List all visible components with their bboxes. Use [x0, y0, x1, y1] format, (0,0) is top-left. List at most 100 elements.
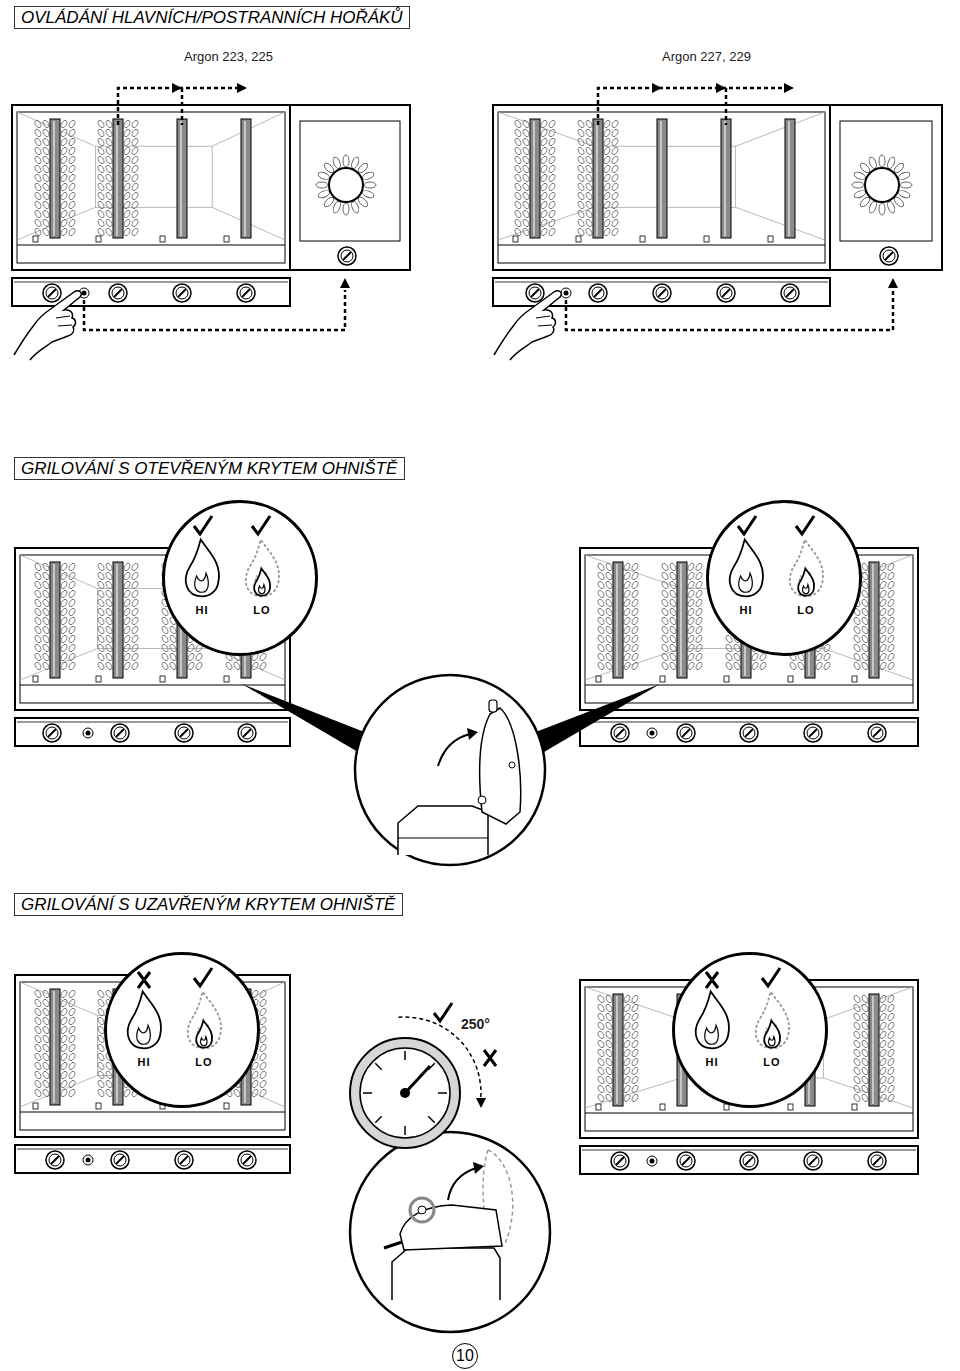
- burner-flame: [623, 571, 631, 580]
- burner-flame: [887, 1030, 895, 1039]
- burner-flame: [669, 643, 677, 652]
- high-flame-core: [195, 573, 209, 592]
- side-flame: [343, 155, 349, 167]
- burner-flame: [623, 598, 631, 607]
- burner-flame: [123, 119, 131, 128]
- burner-flame: [603, 209, 611, 218]
- burner-flame: [105, 173, 113, 182]
- ignition-button-dot: [86, 1158, 91, 1163]
- burner-flame: [887, 1048, 895, 1057]
- burner-flame: [853, 1066, 861, 1075]
- burner-flame: [161, 625, 169, 634]
- side-flame: [332, 156, 342, 169]
- burner-flame: [605, 661, 613, 670]
- burner-flame: [68, 625, 76, 634]
- burner-tube: [530, 119, 540, 238]
- burner-flame: [105, 218, 113, 227]
- burner-tube: [113, 119, 123, 238]
- burner-flame: [131, 200, 139, 209]
- flame-callout-circle: HILO: [706, 500, 862, 656]
- burner-flame: [105, 598, 113, 607]
- burner-flame: [68, 634, 76, 643]
- burner-flame: [577, 173, 585, 182]
- control-knob: [804, 724, 822, 742]
- ignition-button-dot: [86, 731, 91, 736]
- burner-flame: [623, 634, 631, 643]
- burner-flame: [623, 1048, 631, 1057]
- burner-flame: [687, 580, 695, 589]
- panel-line: [14, 282, 288, 283]
- tube-highlight: [180, 121, 182, 236]
- burner-flame: [514, 200, 522, 209]
- burner-flame: [695, 607, 703, 616]
- burner-flame: [603, 137, 611, 146]
- burner-flame: [169, 625, 177, 634]
- lid-handle: [384, 1242, 402, 1248]
- burner-flame: [195, 661, 203, 670]
- burner-flame: [123, 598, 131, 607]
- burner-flame: [623, 1057, 631, 1066]
- burner-flame: [131, 191, 139, 200]
- burner-flame: [879, 1048, 887, 1057]
- burner-flame: [131, 607, 139, 616]
- burner-flame: [105, 155, 113, 164]
- burner-flame: [611, 119, 619, 128]
- burner-flame: [548, 218, 556, 227]
- burner-flame: [611, 146, 619, 155]
- control-knob-inner: [614, 1155, 626, 1167]
- burner-flame: [661, 562, 669, 571]
- page-number-circle: 10: [452, 1343, 478, 1369]
- burner-flame: [60, 200, 68, 209]
- ignition-button: [647, 728, 657, 738]
- arrow-head: [716, 83, 726, 93]
- burner-flame: [631, 661, 639, 670]
- burner-flame: [68, 1061, 76, 1070]
- panel-line: [17, 722, 288, 723]
- hand-finger-line: [536, 316, 552, 326]
- burner-flame: [861, 661, 869, 670]
- burner-tube: [613, 994, 623, 1106]
- burner-flame: [169, 634, 177, 643]
- burner-flame: [540, 227, 548, 236]
- burner-flame: [60, 1088, 68, 1097]
- burner-flame: [131, 643, 139, 652]
- burner-flame: [695, 598, 703, 607]
- burner-flame: [605, 1003, 613, 1012]
- burner-flame: [169, 661, 177, 670]
- burner-flame: [577, 200, 585, 209]
- control-knob: [740, 724, 758, 742]
- burner-flame: [42, 1025, 50, 1034]
- burner-flame: [514, 128, 522, 137]
- burner-flame: [42, 1079, 50, 1088]
- burner-flame: [42, 625, 50, 634]
- burner-flame: [861, 1093, 869, 1102]
- burner-flame: [661, 634, 669, 643]
- dashed-arrow: [598, 88, 792, 125]
- burner-flame: [131, 589, 139, 598]
- burner-flame: [879, 1075, 887, 1084]
- burner-flame: [631, 625, 639, 634]
- burner-flame: [687, 625, 695, 634]
- knob-slot: [243, 1156, 251, 1164]
- tube-foot: [768, 236, 773, 242]
- detail-circle: [355, 675, 545, 865]
- burner-flame: [97, 616, 105, 625]
- burner-flame: [687, 607, 695, 616]
- close-arrow: [448, 1168, 476, 1200]
- burner-flame: [585, 119, 593, 128]
- burner-flame: [631, 1066, 639, 1075]
- burner-flame: [611, 173, 619, 182]
- burner-flame: [97, 182, 105, 191]
- burner-flame: [42, 1070, 50, 1079]
- control-knob: [175, 724, 193, 742]
- burner-flame: [169, 643, 177, 652]
- burner-flame: [695, 634, 703, 643]
- control-knob: [173, 284, 191, 302]
- knob-slot: [116, 1156, 124, 1164]
- burner-flame: [105, 1079, 113, 1088]
- control-knob-inner: [241, 1154, 253, 1166]
- control-knob: [175, 1151, 193, 1169]
- burner-flame: [34, 146, 42, 155]
- low-flame: [798, 568, 814, 595]
- knob-slot: [873, 1157, 881, 1165]
